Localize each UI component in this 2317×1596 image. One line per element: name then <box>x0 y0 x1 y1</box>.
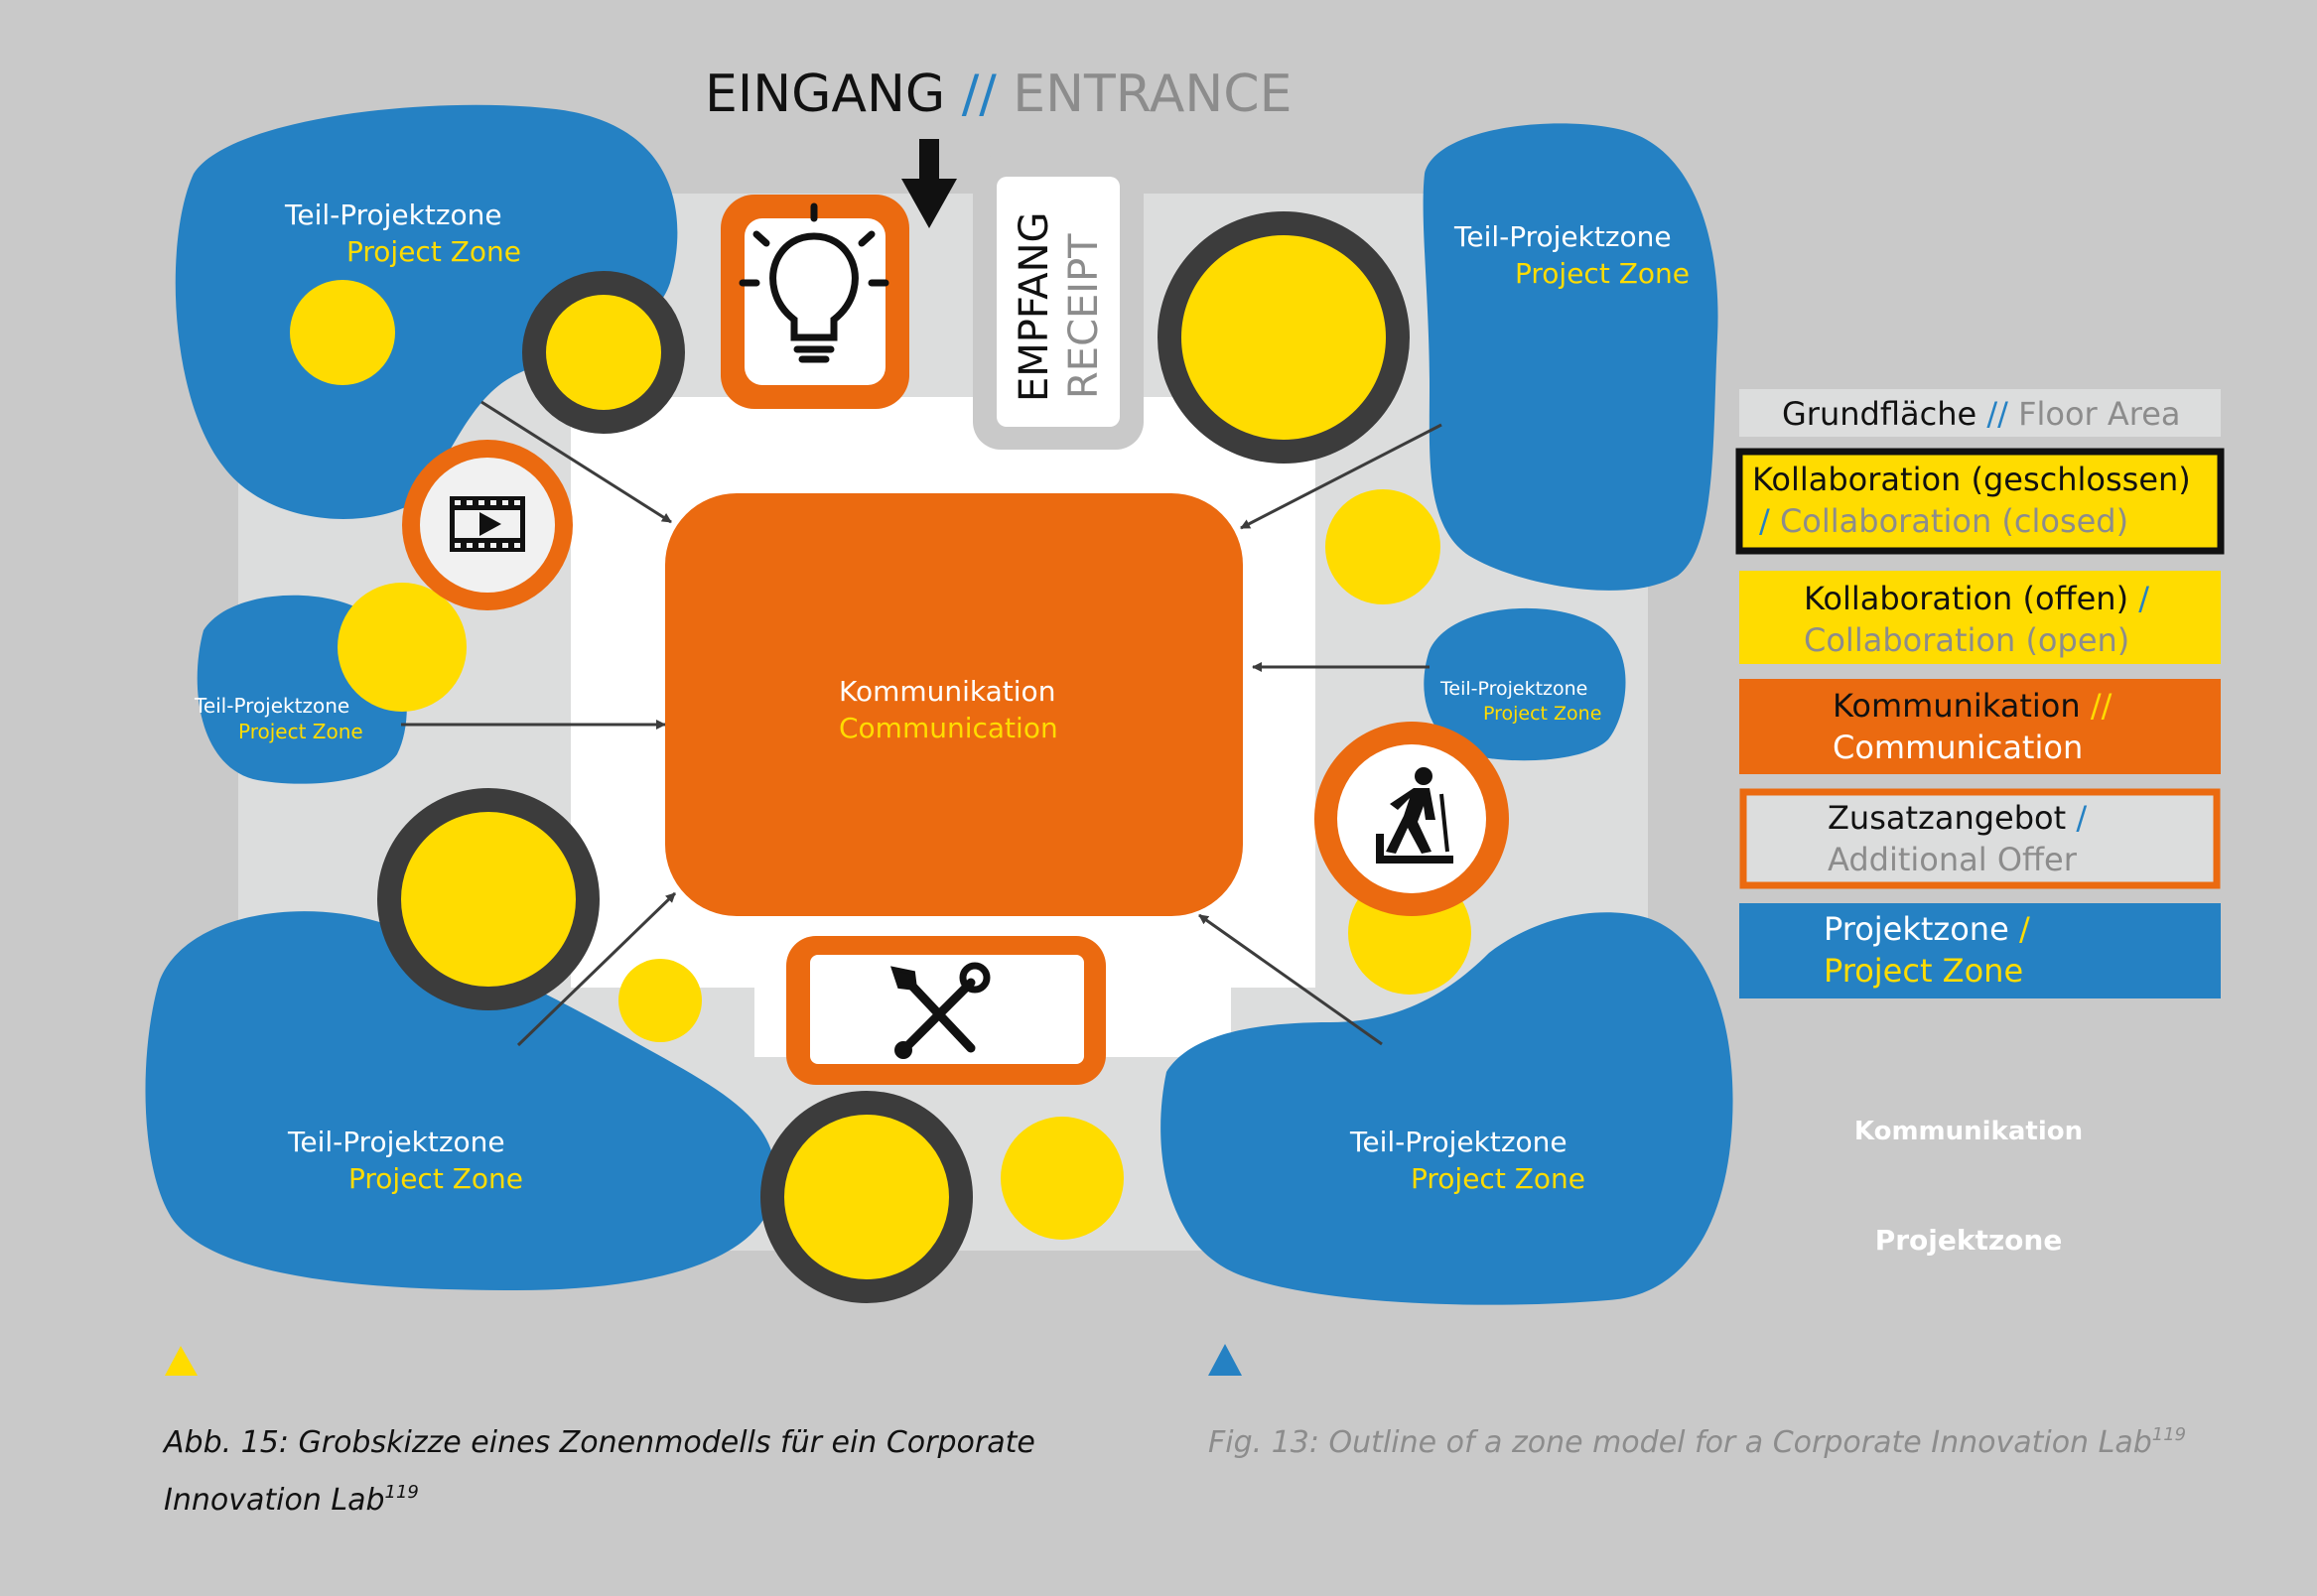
entrance-label-de: EINGANG <box>705 65 945 124</box>
open-spot-1 <box>290 280 395 385</box>
caption-marker-yellow-icon <box>165 1346 198 1376</box>
offer-ideas <box>721 195 909 409</box>
extra-label-kommunikation: Kommunikation <box>1854 1117 2083 1146</box>
project-zone-bottom-right-shape <box>1160 912 1733 1305</box>
legend-floor-en: Floor Area <box>2018 395 2180 433</box>
zone-label-en: Project Zone <box>346 235 521 268</box>
legend: Grundfläche // Floor Area Kollaboration … <box>1735 389 2225 998</box>
svg-text:Projektzone /: Projektzone / <box>1824 910 2030 948</box>
svg-text:Grundfläche // Floor Area: Grundfläche // Floor Area <box>1782 395 2180 433</box>
arrow-top-right <box>1240 423 1442 530</box>
zone-label-de: Teil-Projektzone <box>287 1126 505 1158</box>
legend-closed: Kollaboration (geschlossen) / Collaborat… <box>1735 448 2225 555</box>
zone-label-bottom-left: Teil-Projektzone Project Zone <box>287 1126 523 1195</box>
communication-area <box>665 493 1243 916</box>
legend-comm-en: Communication <box>1833 729 2083 766</box>
entrance-heading: EINGANG // ENTRANCE <box>705 65 1292 124</box>
zone-label-en: Project Zone <box>238 720 363 743</box>
legend-comm-de: Kommunikation <box>1833 687 2081 725</box>
arrow-top-left <box>480 400 672 524</box>
open-collaboration-spots <box>290 280 1471 1240</box>
zone-label-de: Teil-Projektzone <box>1349 1126 1567 1158</box>
legend-project: Projektzone / Project Zone <box>1739 903 2221 998</box>
arrow-bottom-left <box>516 891 677 1047</box>
svg-text:Kommunikation //: Kommunikation // <box>1833 687 2113 725</box>
zone-label-top-left: Teil-Projektzone Project Zone <box>284 199 521 268</box>
extra-label-projektzone: Projektzone <box>1875 1224 2063 1257</box>
open-spot-5 <box>1325 489 1440 604</box>
zone-label-bottom-right: Teil-Projektzone Project Zone <box>1349 1126 1585 1195</box>
caption-de-line2: Innovation Lab <box>164 1483 385 1518</box>
zone-label-en: Project Zone <box>1515 257 1690 290</box>
legend-open: Kollaboration (offen) / Collaboration (o… <box>1739 571 2221 664</box>
closed-room-3 <box>377 788 600 1010</box>
tools-icon <box>890 962 991 1059</box>
zone-label-top-right: Teil-Projektzone Project Zone <box>1453 220 1690 290</box>
zone-label-en: Project Zone <box>1483 703 1601 725</box>
legend-extra: Zusatzangebot / Additional Offer <box>1739 788 2221 889</box>
arrow-bottom-right <box>1198 913 1383 1046</box>
entrance-sep: // <box>962 65 998 124</box>
legend-project-en: Project Zone <box>1824 952 2023 990</box>
closed-room-4 <box>760 1091 973 1303</box>
legend-closed-de: Kollaboration (geschlossen) <box>1752 461 2191 498</box>
legend-extra-en: Additional Offer <box>1828 841 2078 878</box>
film-play-icon <box>450 496 525 552</box>
svg-text:EINGANG // ENTRANCE: EINGANG // ENTRANCE <box>705 65 1292 124</box>
zone-label-de: Teil-Projektzone <box>1453 220 1672 253</box>
svg-text:Kollaboration (offen) /: Kollaboration (offen) / <box>1804 580 2149 617</box>
svg-text:Fig. 13: Outline of a zone mod: Fig. 13: Outline of a zone model for a C… <box>1208 1424 2186 1460</box>
entrance-arrow-icon <box>901 139 957 228</box>
caption-en-sup: 119 <box>2152 1424 2186 1445</box>
project-zone-top-left-shape <box>175 104 678 519</box>
hiker-treadmill-icon <box>1376 767 1453 864</box>
caption-en: Fig. 13: Outline of a zone model for a C… <box>1208 1424 2186 1460</box>
flow-arrows <box>401 400 1442 1047</box>
legend-floor-de: Grundfläche <box>1782 395 1976 433</box>
zone-label-mid-left: Teil-Projektzone Project Zone <box>194 694 363 743</box>
center-label-de: Kommunikation <box>839 675 1055 708</box>
project-zone-bottom-left-shape <box>145 911 776 1290</box>
zone-label-de: Teil-Projektzone <box>194 694 349 718</box>
open-spot-4 <box>1001 1117 1124 1240</box>
closed-room-2 <box>1158 211 1410 464</box>
center-label: Kommunikation Communication <box>839 675 1058 744</box>
entrance-label-en: ENTRANCE <box>1013 65 1292 124</box>
closed-collaboration-rooms <box>377 211 1410 1303</box>
legend-communication: Kommunikation // Communication <box>1739 679 2221 774</box>
center-label-en: Communication <box>839 712 1058 744</box>
caption-en-line: Fig. 13: Outline of a zone model for a C… <box>1208 1425 2152 1460</box>
svg-text:Zusatzangebot /: Zusatzangebot / <box>1828 799 2087 837</box>
closed-room-1 <box>522 271 685 434</box>
caption-de: Abb. 15: Grobskizze eines Zonenmodells f… <box>162 1425 1035 1518</box>
legend-open-de: Kollaboration (offen) <box>1804 580 2128 617</box>
zone-label-en: Project Zone <box>1411 1162 1585 1195</box>
lightbulb-icon <box>739 202 889 363</box>
offer-fitness <box>1314 722 1509 916</box>
caption-de-line1: Abb. 15: Grobskizze eines Zonenmodells f… <box>162 1425 1035 1460</box>
svg-text:Innovation Lab119: Innovation Lab119 <box>164 1482 419 1518</box>
legend-floor: Grundfläche // Floor Area <box>1739 389 2221 437</box>
legend-extra-de: Zusatzangebot <box>1828 799 2066 837</box>
zone-label-mid-right: Teil-Projektzone Project Zone <box>1439 678 1601 725</box>
caption-de-sup: 119 <box>385 1482 419 1503</box>
legend-project-de: Projektzone <box>1824 910 2009 948</box>
offer-workshop <box>786 936 1106 1085</box>
caption-marker-blue-icon <box>1208 1344 1242 1376</box>
zone-label-de: Teil-Projektzone <box>284 199 502 231</box>
project-zone-top-right-shape <box>1423 123 1718 591</box>
open-spot-2 <box>338 583 467 712</box>
svg-text:/ Collaboration (closed): / Collaboration (closed) <box>1759 502 2128 540</box>
zone-label-en: Project Zone <box>348 1162 523 1195</box>
open-spot-3 <box>618 959 702 1042</box>
reception-label-en: RECEIPT <box>1061 233 1107 399</box>
project-zone-mid-right-shape <box>1424 607 1626 761</box>
offer-media <box>402 440 573 610</box>
reception-desk: EMPFANG RECEIPT <box>973 154 1144 450</box>
legend-closed-en: Collaboration (closed) <box>1780 502 2128 540</box>
legend-open-en: Collaboration (open) <box>1804 621 2129 659</box>
reception-label-de: EMPFANG <box>1012 211 1057 402</box>
zone-label-de: Teil-Projektzone <box>1439 678 1587 700</box>
